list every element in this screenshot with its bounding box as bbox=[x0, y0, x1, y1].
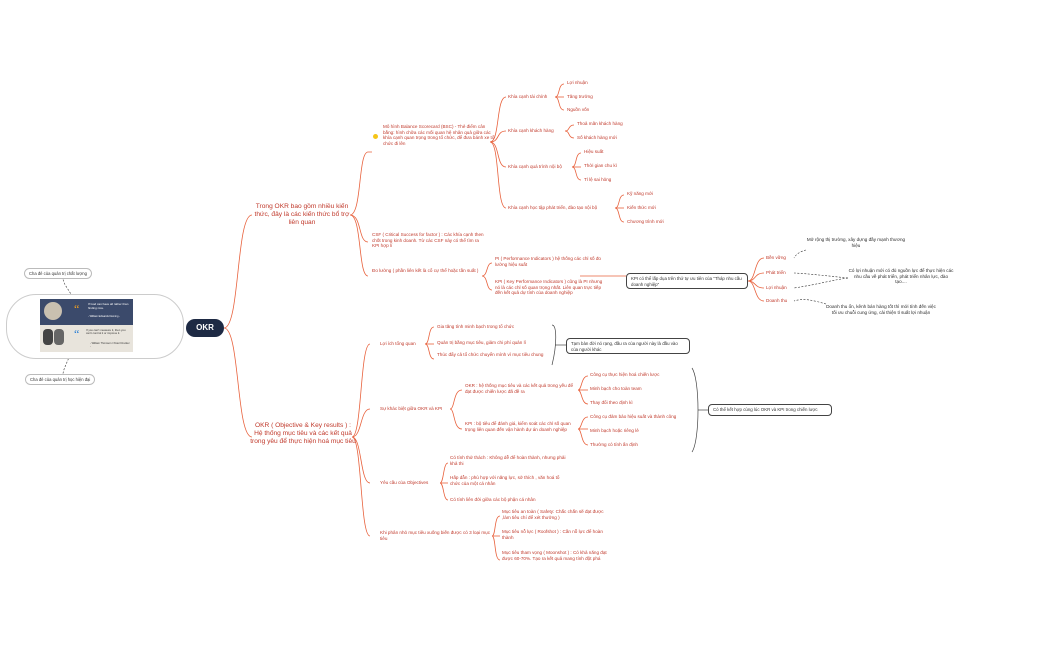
item-profit[interactable]: Lợi nhuận bbox=[567, 80, 588, 85]
okr-item-strategy[interactable]: Công cụ thực hiện hoá chiến lược bbox=[590, 372, 660, 377]
item-new-knowledge[interactable]: Kiến thức mới bbox=[627, 205, 656, 210]
combine-box[interactable]: Có thể kết hợp cùng lúc OKR và KPI trong… bbox=[708, 404, 832, 416]
quote-2-author: - William Thomson / Peter Drucker - bbox=[90, 342, 130, 349]
kpi-def-node[interactable]: KPI : bộ tiêu để đánh giá, kiểm soát các… bbox=[465, 421, 571, 432]
benefit-mbo[interactable]: Quản trị bằng mục tiêu, giảm chi phí quả… bbox=[437, 340, 526, 345]
benefits-box[interactable]: Tạm bàn đời nó rạng, đầu ra của người nà… bbox=[566, 338, 690, 354]
item-capital[interactable]: Nguồn vốn bbox=[567, 107, 590, 112]
quote-1-text: If God can have all rather than finding … bbox=[88, 302, 129, 310]
note-drucker[interactable]: Cha đẻ của quản trị học hiện đại bbox=[25, 374, 96, 385]
requirements-node[interactable]: Yêu cầu của Objectives bbox=[380, 480, 429, 485]
quote-1-author: - William Edwards Deming - bbox=[88, 315, 120, 318]
portrait-deming bbox=[44, 302, 62, 320]
perspective-customer[interactable]: Khía cạnh khách hàng bbox=[508, 128, 554, 133]
req-attractive[interactable]: Hấp dẫn : phù hợp với năng lực, sở thích… bbox=[450, 475, 560, 486]
pyramid-growth[interactable]: Phát triển bbox=[766, 270, 786, 275]
quote-2-text: If you can't measure it, then you can't … bbox=[86, 328, 126, 336]
okr-def-node[interactable]: OKR : hệ thống mục tiêu và các kết quả t… bbox=[465, 383, 574, 394]
note-market-expansion[interactable]: Mở rộng thị trường, xây dựng đầy mạnh th… bbox=[806, 237, 906, 248]
kpi-pyramid-box[interactable]: KPI có thể lấp dụa trên thứ tự ưu tiên c… bbox=[626, 273, 748, 289]
root-node[interactable]: OKR bbox=[186, 319, 224, 337]
quote-panel-2: “ If you can't measure it, then you can'… bbox=[40, 325, 133, 352]
perspective-process[interactable]: Khía cạnh quá trình nội bộ bbox=[508, 164, 562, 169]
item-satisfaction[interactable]: Thoả mãn khách hàng bbox=[577, 121, 623, 126]
diff-node[interactable]: Sự khác biệt giữa OKR và KPI bbox=[380, 406, 443, 411]
branch-knowledge[interactable]: Trong OKR bao gồm nhiều kiến thức, đây l… bbox=[254, 203, 350, 227]
item-efficiency[interactable]: Hiệu suất bbox=[584, 149, 604, 154]
csf-node[interactable]: CSF ( Critical Success for factor ) : Cá… bbox=[372, 232, 484, 249]
portrait-thomson bbox=[43, 329, 53, 345]
item-defect-rate[interactable]: Tỉ lệ sai hỏng bbox=[584, 177, 612, 182]
note-revenue-optimize[interactable]: Doanh thu ổn, kênh bán hàng tốt thì mới … bbox=[826, 304, 936, 315]
req-challenging[interactable]: Có tính thử thách : Không dễ để hoàn thà… bbox=[450, 455, 566, 466]
perspective-learning[interactable]: Khía cạnh học tập phát triển, đào tạo nộ… bbox=[508, 205, 598, 210]
kpi-item-transparency[interactable]: Minh bạch hoặc riêng lẻ bbox=[590, 428, 639, 433]
pyramid-revenue[interactable]: Doanh thu bbox=[766, 298, 788, 303]
pi-node[interactable]: PI ( Performance Indicators ) hệ thống c… bbox=[495, 256, 601, 267]
pyramid-sustainable[interactable]: Bền vững bbox=[766, 255, 786, 260]
kpi-node[interactable]: KPI ( Key Performance Indicators ) cũng … bbox=[495, 279, 603, 296]
okr-item-periodic[interactable]: Thay đổi theo định kì bbox=[590, 400, 633, 405]
types-node[interactable]: Khi phân nhỏ mục tiêu xuống biến được có… bbox=[380, 530, 491, 541]
note-deming[interactable]: Cha đẻ của quản trị chất lượng bbox=[24, 268, 92, 279]
quote-image[interactable]: “ If God can have all rather than findin… bbox=[40, 299, 133, 352]
note-profit-resources[interactable]: Có lợi nhuận mới có đủ nguồn lực để thực… bbox=[848, 268, 954, 285]
benefits-node[interactable]: Lợi ích tổng quan bbox=[380, 341, 416, 346]
type-safety[interactable]: Mục tiêu an toàn ( Safety: Chắc chắn sẽ … bbox=[502, 509, 604, 520]
okr-item-transparency[interactable]: Minh bạch cho toàn team bbox=[590, 386, 642, 391]
pyramid-profit[interactable]: Lợi nhuận bbox=[766, 285, 787, 290]
benefit-transparency[interactable]: Gia tăng tính minh bạch trong tổ chức bbox=[437, 324, 515, 329]
idea-bulb-icon bbox=[373, 134, 378, 139]
measure-node[interactable]: Đo lường ( phần liên kết là cổ cự thể ho… bbox=[372, 268, 479, 273]
item-new-customers[interactable]: Số khách hàng mới bbox=[577, 135, 617, 140]
kpi-item-performance[interactable]: Công cụ đảm bảo hiệu suất và thành công bbox=[590, 414, 677, 419]
item-growth[interactable]: Tăng trưởng bbox=[567, 94, 593, 99]
bsc-node[interactable]: Mô hình Balance Scorecard (BSC) - Thẻ đi… bbox=[383, 124, 495, 147]
item-cycle-time[interactable]: Thời gian chu kì bbox=[584, 163, 617, 168]
perspective-finance[interactable]: Khía cạnh tài chính bbox=[508, 94, 548, 99]
branch-okr-definition[interactable]: OKR ( Objective & Key results ) : Hệ thố… bbox=[250, 422, 356, 446]
type-moonshot[interactable]: Mục tiêu tham vọng ( Moonshot ) : Có khả… bbox=[502, 550, 607, 561]
benefit-transform[interactable]: Thúc đẩy cả tổ chức chuyển mình vì mục t… bbox=[437, 352, 544, 357]
portrait-drucker bbox=[54, 329, 64, 345]
item-new-programs[interactable]: Chương trình mới bbox=[627, 219, 664, 224]
type-roofshot[interactable]: Mục tiêu nỗ lực ( Roofshot ) : Cần nỗ lự… bbox=[502, 529, 603, 540]
kpi-item-fixed[interactable]: Thường có tính ấn định bbox=[590, 442, 638, 447]
item-new-skills[interactable]: Kỹ năng mới bbox=[627, 191, 653, 196]
req-linked[interactable]: Có tính liên đới giữa các bộ phận cá nhâ… bbox=[450, 497, 536, 502]
quote-panel-1: “ If God can have all rather than findin… bbox=[40, 299, 133, 325]
